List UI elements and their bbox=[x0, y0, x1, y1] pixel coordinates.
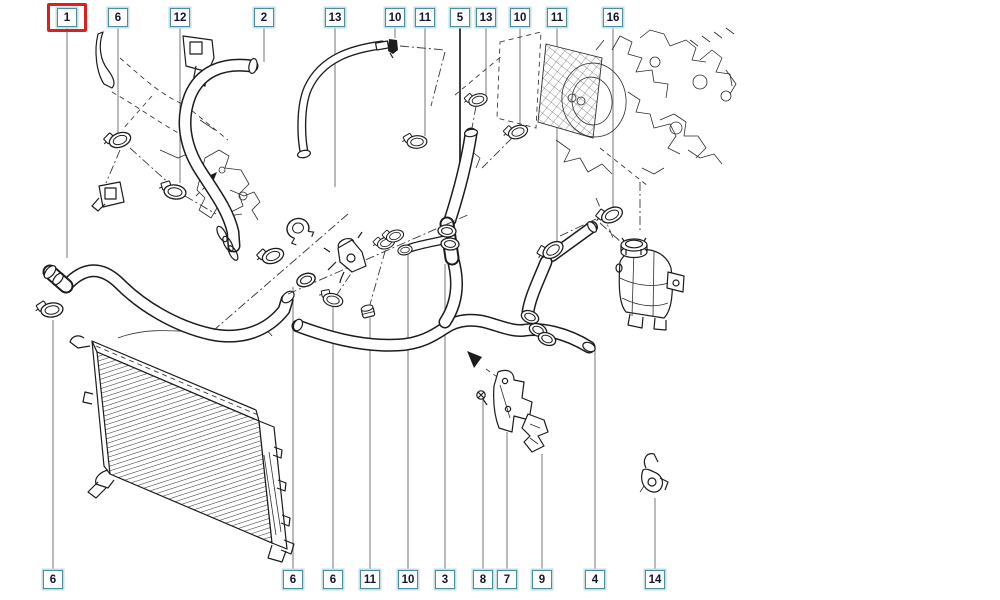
callout-top-2[interactable]: 2 bbox=[254, 8, 274, 27]
radiator bbox=[69, 328, 295, 563]
callout-bottom-8[interactable]: 8 bbox=[473, 570, 493, 589]
callout-label: 13 bbox=[328, 11, 342, 24]
callout-label: 16 bbox=[606, 11, 620, 24]
clip-bracket bbox=[521, 413, 549, 453]
clamp-12 bbox=[155, 178, 188, 202]
callout-top-11-a[interactable]: 11 bbox=[415, 8, 435, 27]
callout-top-10-a[interactable]: 10 bbox=[385, 8, 405, 27]
thermostat-housing bbox=[323, 231, 367, 284]
callout-label: 6 bbox=[329, 573, 337, 586]
callout-label: 10 bbox=[388, 11, 402, 24]
callout-top-5[interactable]: 5 bbox=[450, 8, 470, 27]
callout-top-6[interactable]: 6 bbox=[108, 8, 128, 27]
clamp-10-right bbox=[499, 119, 531, 145]
engine-sketch bbox=[454, 27, 737, 241]
callout-label: 10 bbox=[513, 11, 527, 24]
direction-arrow-icon bbox=[467, 351, 504, 382]
callout-bottom-7[interactable]: 7 bbox=[497, 570, 517, 589]
callout-top-12[interactable]: 12 bbox=[170, 8, 190, 27]
mounting-bracket-parts bbox=[467, 351, 549, 453]
y-hose-assembly bbox=[396, 127, 479, 329]
callout-label: 8 bbox=[479, 573, 487, 586]
callout-bottom-9[interactable]: 9 bbox=[532, 570, 552, 589]
callout-label: 14 bbox=[648, 573, 662, 586]
coolant-reservoir bbox=[615, 237, 685, 331]
callout-top-13-a[interactable]: 13 bbox=[325, 8, 345, 27]
callout-label: 7 bbox=[503, 573, 511, 586]
callout-top-11-b[interactable]: 11 bbox=[547, 8, 567, 27]
callout-label: 13 bbox=[479, 11, 493, 24]
hose-clamps bbox=[32, 88, 626, 321]
callout-label: 11 bbox=[550, 11, 564, 24]
callout-top-10-b[interactable]: 10 bbox=[510, 8, 530, 27]
callout-label: 6 bbox=[289, 573, 297, 586]
callout-label: 9 bbox=[538, 573, 546, 586]
callout-label: 11 bbox=[363, 573, 377, 586]
top-thin-hose bbox=[296, 39, 446, 159]
clamp-11-top bbox=[399, 131, 428, 150]
callout-label: 10 bbox=[401, 573, 415, 586]
callout-label: 6 bbox=[114, 11, 122, 24]
callout-top-13-b[interactable]: 13 bbox=[476, 8, 496, 27]
callout-label: 1 bbox=[63, 11, 71, 24]
pipe-to-reservoir bbox=[518, 218, 623, 349]
lower-radiator-hose bbox=[42, 264, 295, 343]
callout-bottom-6-b[interactable]: 6 bbox=[283, 570, 303, 589]
clamp-6-left bbox=[32, 297, 65, 321]
callout-label: 12 bbox=[173, 11, 187, 24]
callout-label: 2 bbox=[260, 11, 268, 24]
callout-bottom-14[interactable]: 14 bbox=[645, 570, 665, 589]
callout-label: 5 bbox=[456, 11, 464, 24]
callout-label: 6 bbox=[49, 573, 57, 586]
callout-bottom-10[interactable]: 10 bbox=[398, 570, 418, 589]
callout-label: 3 bbox=[441, 573, 449, 586]
callout-label: 11 bbox=[418, 11, 432, 24]
callout-bottom-11[interactable]: 11 bbox=[360, 570, 380, 589]
upper-hose-assembly bbox=[178, 57, 259, 261]
bolt bbox=[476, 390, 488, 406]
callout-top-16[interactable]: 16 bbox=[603, 8, 623, 27]
callout-bottom-6-c[interactable]: 6 bbox=[323, 570, 343, 589]
callout-label: 4 bbox=[591, 573, 599, 586]
callout-top-1[interactable]: 1 bbox=[57, 8, 77, 27]
highlight-box bbox=[47, 3, 87, 32]
clamp-6-top bbox=[98, 125, 134, 154]
clamp-13-right bbox=[460, 88, 490, 111]
callout-bottom-4[interactable]: 4 bbox=[585, 570, 605, 589]
retaining-clip bbox=[388, 39, 398, 59]
sensor-part bbox=[639, 453, 669, 493]
reservoir-cap bbox=[620, 237, 648, 259]
callout-bottom-6-a[interactable]: 6 bbox=[43, 570, 63, 589]
thermostat-parts bbox=[213, 213, 471, 331]
callout-bottom-3[interactable]: 3 bbox=[435, 570, 455, 589]
